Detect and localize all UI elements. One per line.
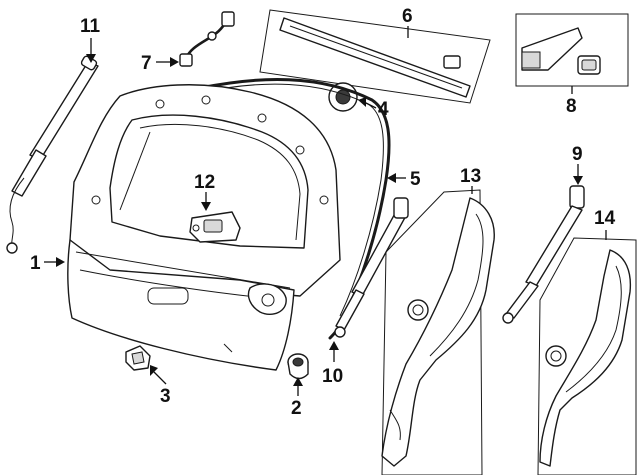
part-14-trim-panel bbox=[537, 237, 637, 475]
arrow-5 bbox=[387, 173, 396, 183]
callout-9: 9 bbox=[572, 144, 583, 165]
part-12-latch bbox=[189, 211, 241, 243]
callout-6: 6 bbox=[402, 6, 413, 27]
callout-7: 7 bbox=[141, 53, 152, 74]
arrow-1 bbox=[56, 257, 65, 267]
callout-14: 14 bbox=[594, 208, 616, 229]
part-10-gas-strut bbox=[334, 197, 409, 338]
callout-4: 4 bbox=[378, 99, 389, 120]
callout-1: 1 bbox=[30, 253, 41, 274]
callout-8: 8 bbox=[566, 96, 577, 117]
part-3-bumper bbox=[125, 345, 151, 371]
arrow-12 bbox=[201, 202, 211, 211]
arrow-7 bbox=[170, 57, 179, 67]
part-13-trim-panel bbox=[381, 189, 495, 475]
arrow-10 bbox=[329, 341, 339, 350]
arrow-3 bbox=[150, 365, 158, 376]
callout-5: 5 bbox=[410, 169, 421, 190]
part-1-liftgate bbox=[67, 84, 341, 371]
leader-3 bbox=[153, 371, 167, 385]
callout-10: 10 bbox=[322, 366, 343, 387]
part-11-strut bbox=[6, 55, 99, 254]
callout-12: 12 bbox=[194, 172, 215, 193]
part-9-gas-strut bbox=[502, 185, 585, 324]
callout-13: 13 bbox=[460, 166, 481, 187]
arrow-2 bbox=[293, 377, 303, 386]
part-8-bracket bbox=[515, 13, 629, 87]
callout-11: 11 bbox=[80, 16, 101, 37]
part-2-striker bbox=[287, 353, 309, 380]
arrow-4 bbox=[358, 97, 366, 107]
part-7-cable bbox=[179, 11, 235, 67]
part-6-spoiler bbox=[259, 9, 491, 104]
callout-2: 2 bbox=[291, 398, 302, 419]
callout-3: 3 bbox=[160, 386, 171, 407]
arrow-11 bbox=[86, 54, 96, 63]
arrow-9 bbox=[573, 176, 583, 185]
